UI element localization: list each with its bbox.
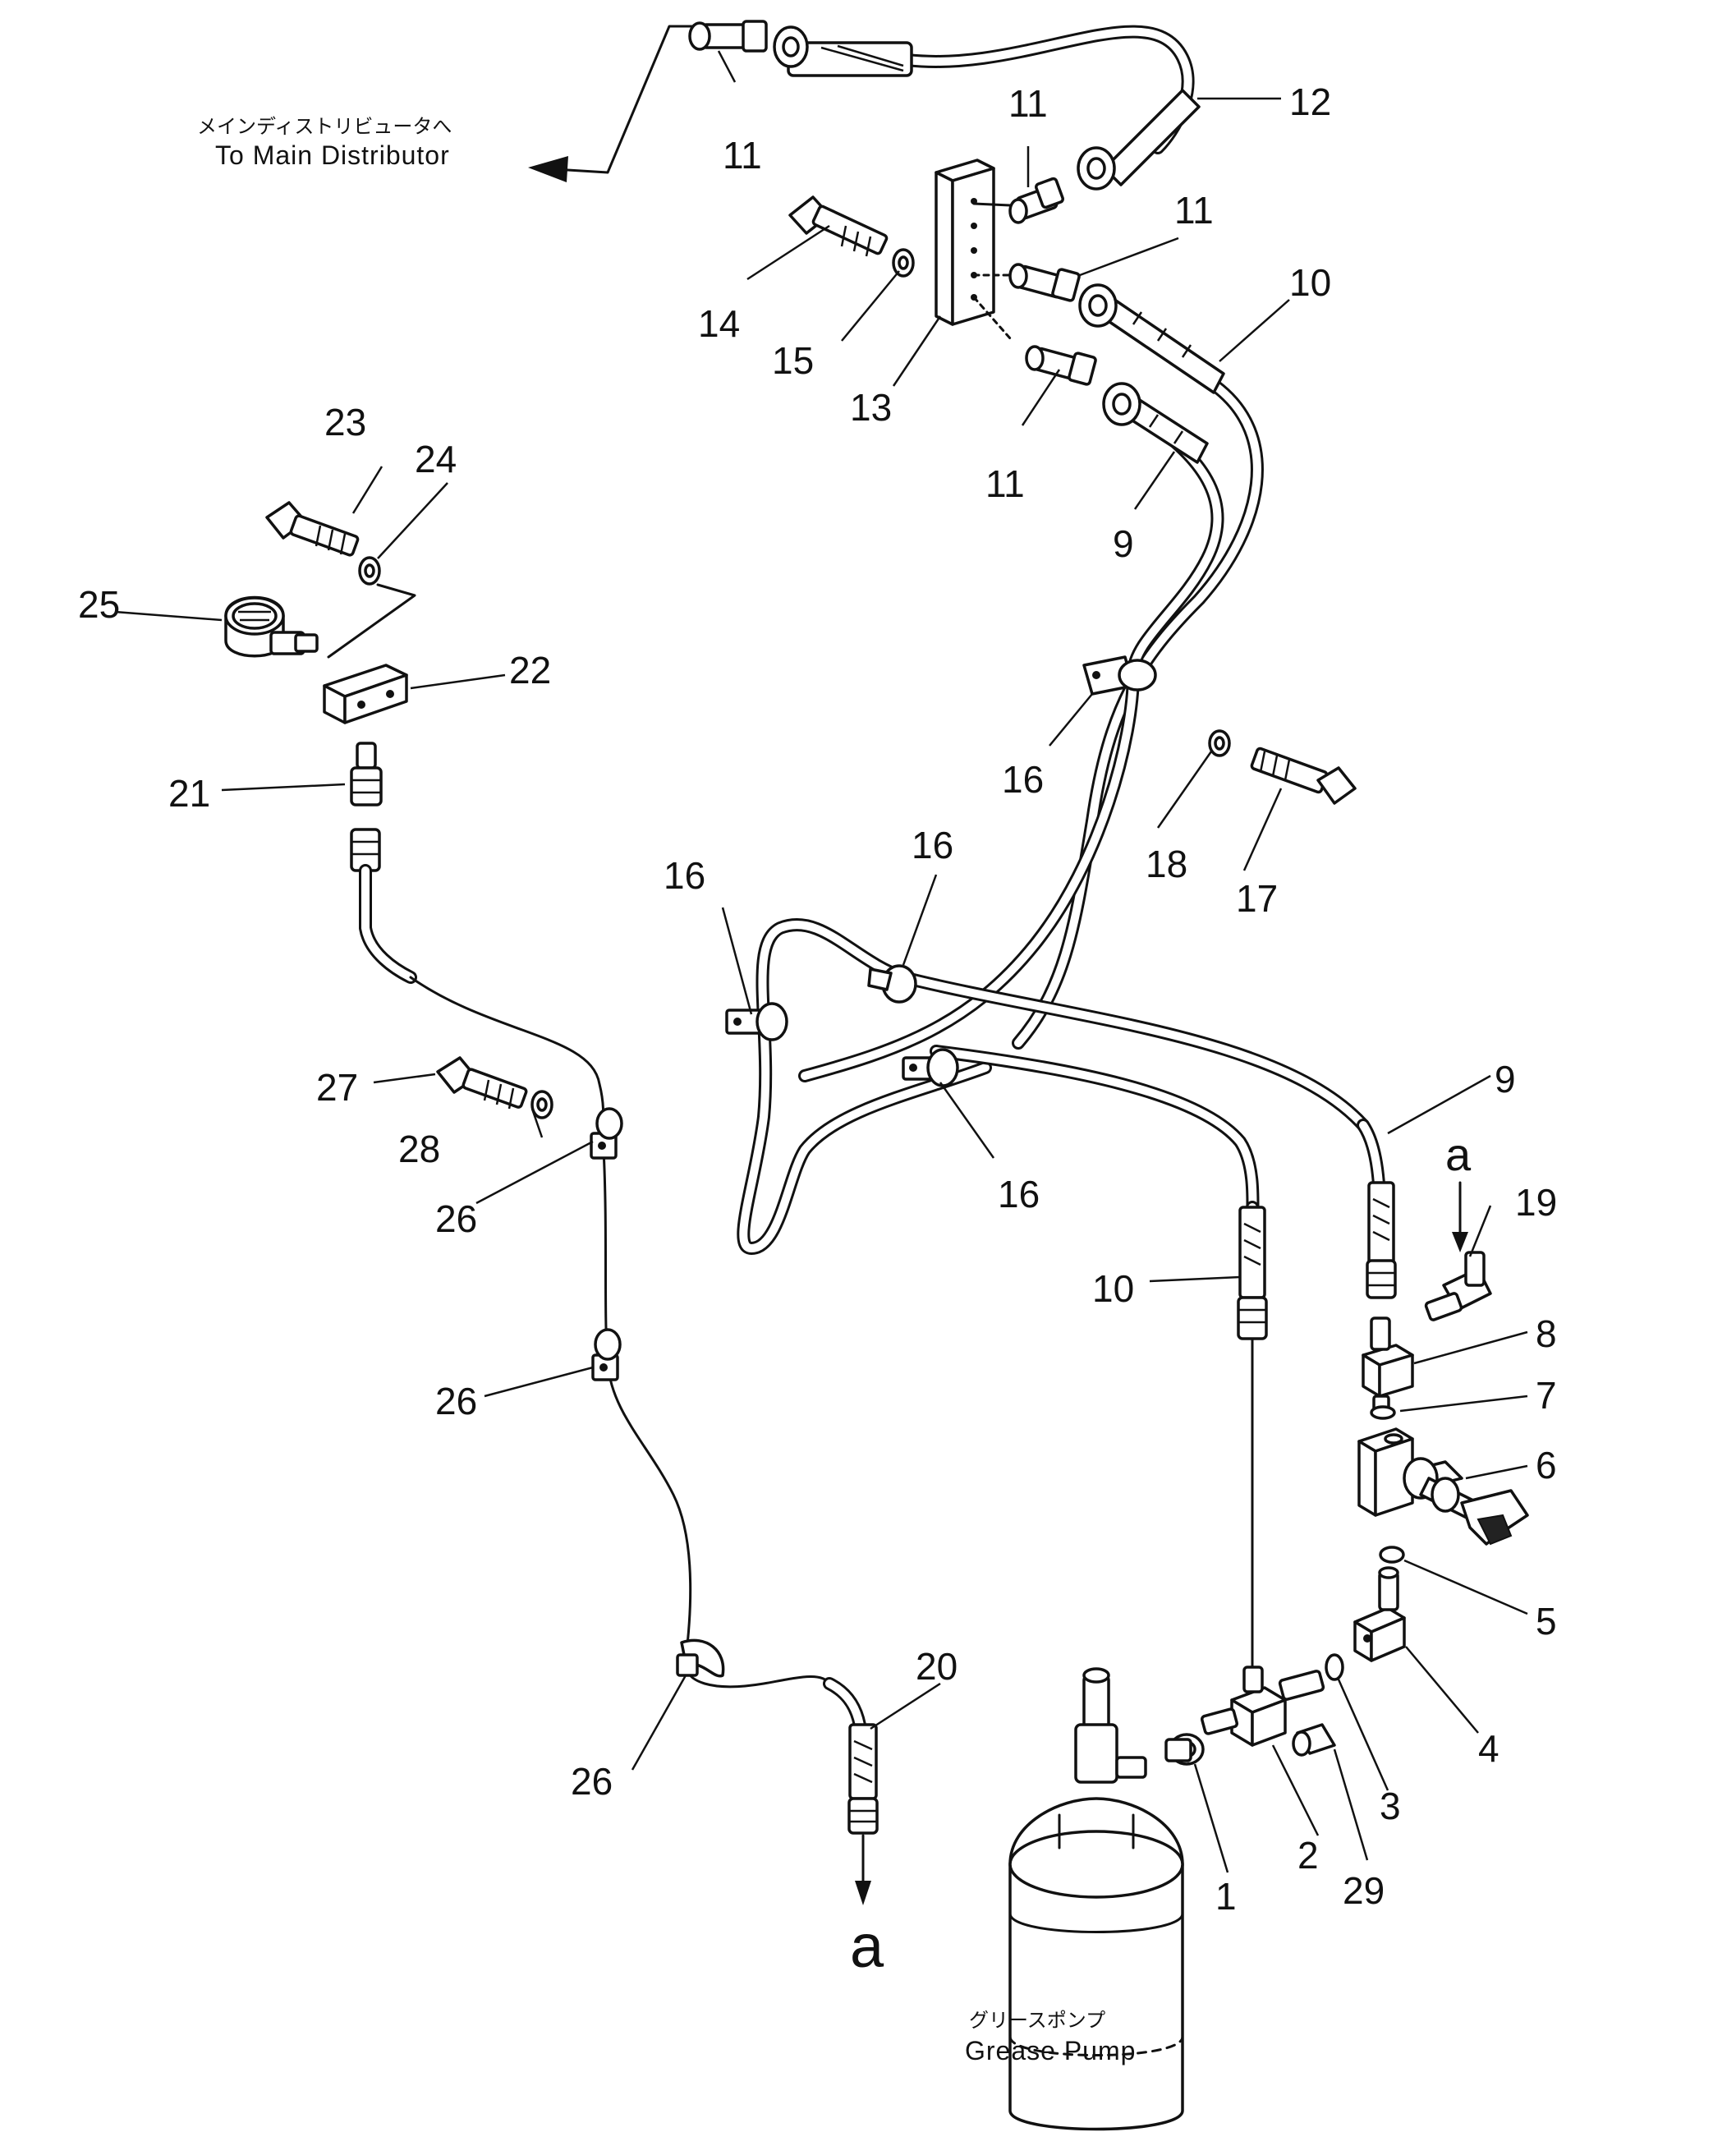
main-distributor-label-jp: メインディストリビュータへ	[197, 115, 452, 138]
hose-9	[798, 382, 1224, 1082]
hose-10-lower	[1237, 1201, 1268, 1677]
callout-2: 2	[1297, 1834, 1319, 1877]
washer-15	[892, 248, 915, 278]
arrow-a-top	[1452, 1181, 1468, 1252]
callout-11: 11	[985, 462, 1025, 505]
callout-11: 11	[1008, 82, 1048, 125]
callout-16: 16	[1002, 758, 1044, 801]
hose-20	[350, 828, 879, 1835]
bolt-27	[436, 1056, 528, 1110]
clamp-26-upper	[590, 1107, 623, 1160]
connector-line-24-22	[327, 583, 416, 659]
tee-8	[1362, 1316, 1414, 1414]
tee-fitting-2	[1200, 1666, 1325, 1747]
callout-15: 15	[772, 339, 814, 382]
callout-28: 28	[398, 1128, 440, 1170]
callout-7: 7	[1536, 1374, 1557, 1417]
callout-16: 16	[664, 854, 705, 897]
callout-21: 21	[168, 772, 210, 815]
callout-10: 10	[1092, 1267, 1134, 1310]
callout-9: 9	[1113, 522, 1134, 565]
callout-5: 5	[1536, 1600, 1557, 1643]
fitting-11-upper	[1008, 177, 1064, 224]
callout-10: 10	[1289, 261, 1331, 304]
grease-pump-label-jp: グリースポンプ	[969, 2009, 1105, 2032]
callout-26: 26	[435, 1380, 477, 1422]
callout-4: 4	[1478, 1727, 1499, 1770]
callout-8: 8	[1536, 1312, 1557, 1355]
washer-28	[530, 1090, 553, 1119]
main-distributor-label-en: To Main Distributor	[215, 140, 450, 170]
main-distributor-arrow	[528, 25, 696, 182]
bolt-14	[788, 195, 889, 257]
callout-11: 11	[1174, 189, 1214, 232]
grease-pump	[1008, 1667, 1184, 2131]
o-ring-3	[1325, 1653, 1344, 1681]
callout-6: 6	[1536, 1444, 1557, 1486]
callout-26: 26	[435, 1197, 477, 1240]
clamp-16-center	[867, 964, 917, 1004]
bolt-23	[265, 501, 360, 557]
washer-24	[358, 556, 381, 586]
bolt-17	[1250, 747, 1357, 805]
clamp-26-middle	[591, 1328, 622, 1381]
callout-19: 19	[1515, 1181, 1557, 1224]
fitting-11-lower	[1025, 345, 1097, 386]
fitting-11-middle	[1008, 263, 1081, 302]
arrow-ref-top: a	[1445, 1128, 1472, 1180]
callout-26: 26	[571, 1760, 613, 1803]
hose-9-lower	[1357, 1119, 1397, 1299]
leader-lines	[114, 50, 1528, 1873]
callout-23: 23	[324, 401, 366, 443]
arrow-a-bottom	[855, 1834, 871, 1905]
grease-pump-label-en: Grease Pump	[965, 2036, 1136, 2065]
callout-17: 17	[1236, 877, 1278, 920]
o-ring-7	[1370, 1405, 1396, 1420]
elbow-fitting-4	[1353, 1566, 1406, 1662]
pressure-gauge-25	[224, 595, 319, 658]
block-22	[323, 664, 408, 724]
fitting-19	[1424, 1251, 1492, 1321]
callout-12: 12	[1289, 80, 1331, 123]
adapter-1	[1164, 1733, 1205, 1766]
callout-1: 1	[1215, 1875, 1237, 1918]
clamp-16-lower	[902, 1048, 959, 1087]
callout-29: 29	[1343, 1869, 1385, 1912]
arrow-ref-bottom: a	[850, 1912, 884, 1980]
callout-16: 16	[998, 1173, 1040, 1215]
distributor-block-13	[935, 159, 1012, 340]
callout-20: 20	[916, 1645, 958, 1688]
callout-25: 25	[78, 583, 120, 626]
fitting-21	[350, 742, 383, 806]
valve-6	[1357, 1427, 1529, 1546]
callout-22: 22	[509, 649, 551, 692]
callout-18: 18	[1146, 843, 1187, 885]
callout-27: 27	[316, 1066, 358, 1109]
callout-13: 13	[850, 386, 892, 429]
plug-29	[1292, 1723, 1336, 1757]
fitting-11-top	[688, 20, 768, 53]
callout-9: 9	[1495, 1058, 1516, 1100]
callout-24: 24	[415, 438, 457, 480]
callout-16: 16	[912, 824, 953, 866]
callout-14: 14	[698, 302, 740, 345]
callout-11: 11	[723, 134, 762, 177]
o-ring-5	[1379, 1546, 1405, 1564]
callout-3: 3	[1380, 1785, 1401, 1827]
callout-numbers: 11 11 12 11 10 11 9 14 15 13 23 24 25 22…	[78, 80, 1557, 1918]
clamp-26-lower	[676, 1638, 725, 1678]
washer-18	[1208, 729, 1231, 757]
hose-12	[773, 25, 1201, 191]
clamp-16-upper	[1082, 655, 1157, 696]
clamp-16-left	[725, 1002, 788, 1041]
